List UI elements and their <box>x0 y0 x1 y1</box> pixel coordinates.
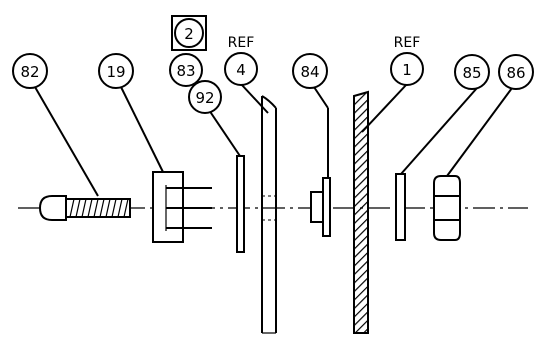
callout-84: 84 <box>300 63 319 81</box>
callout-circle-84 <box>292 53 328 89</box>
callout-circle-92 <box>188 80 222 114</box>
callout-83: 83 <box>176 62 195 80</box>
callout-2: 2 <box>184 25 194 43</box>
callout-circle-85 <box>454 54 490 90</box>
part-nut-86 <box>433 175 461 241</box>
leader-lines <box>34 83 513 197</box>
callout-circle-82 <box>12 53 48 89</box>
ref-label-right: REF <box>394 35 421 51</box>
callout-circle-1 <box>390 52 424 86</box>
part-washer-92 <box>236 155 245 253</box>
ref-label-left: REF <box>228 35 255 51</box>
callout-circle-83 <box>169 53 203 87</box>
callout-circle-19 <box>98 53 134 89</box>
callout-86: 86 <box>506 64 525 82</box>
part-washer-85 <box>395 173 406 241</box>
callout-82: 82 <box>20 63 39 81</box>
callout-4: 4 <box>236 61 246 79</box>
callout-19: 19 <box>106 63 125 81</box>
callout-92: 92 <box>195 89 214 107</box>
callout-1: 1 <box>402 61 412 79</box>
part-chassis-1 <box>353 90 369 334</box>
part-terminal-19 <box>152 171 212 243</box>
part-bushing-84 <box>310 177 331 237</box>
callout-85: 85 <box>462 64 481 82</box>
part-screw-82 <box>38 195 131 221</box>
part-panel-4 <box>261 95 277 334</box>
callout-circle-4 <box>224 52 258 86</box>
callout-circle-86 <box>498 54 534 90</box>
callout-circle-2 <box>174 18 204 48</box>
